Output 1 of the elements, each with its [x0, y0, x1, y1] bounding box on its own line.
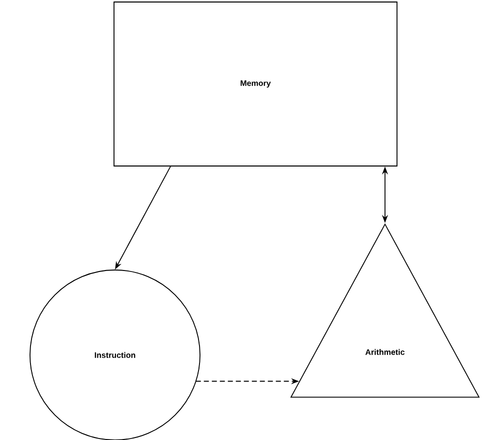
- process-box: Memory: [114, 2, 398, 166]
